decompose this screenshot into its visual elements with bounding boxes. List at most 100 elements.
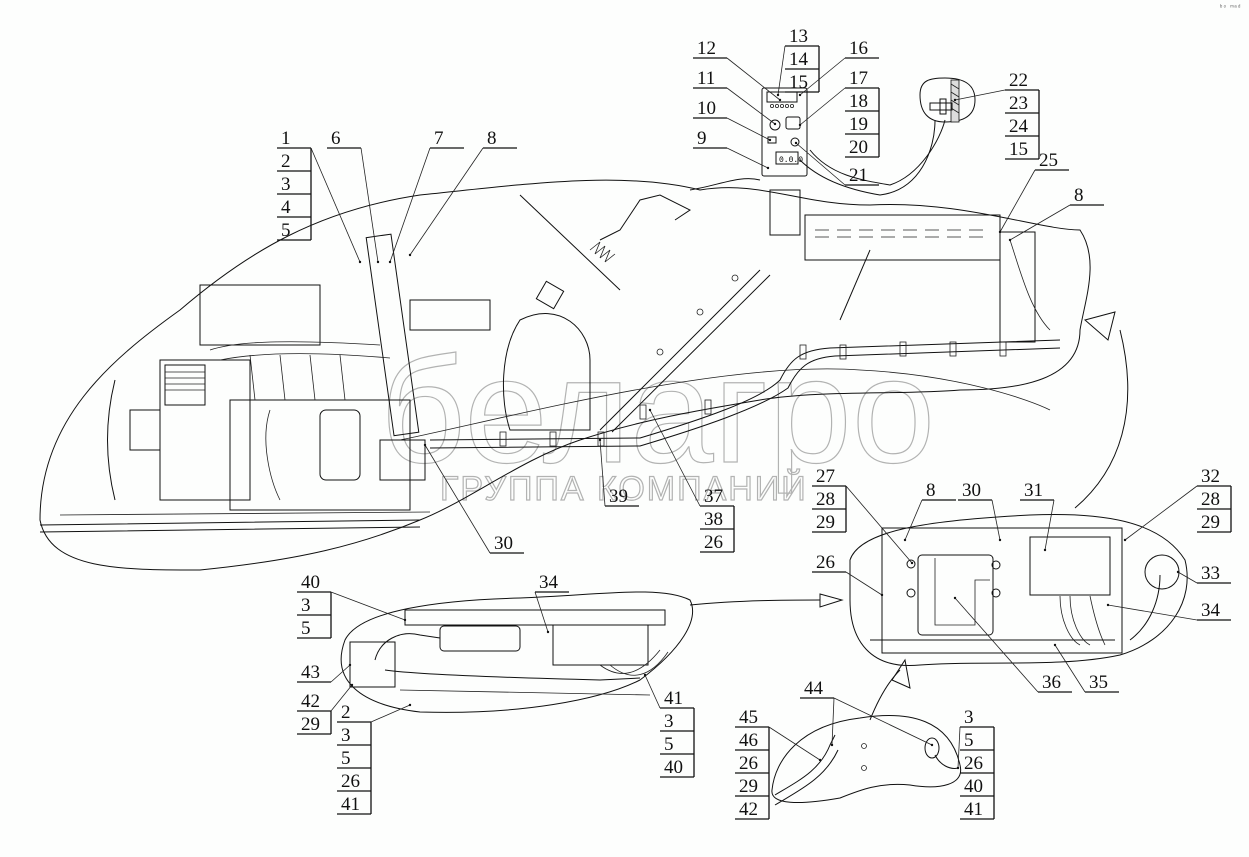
cab-pillar [769, 189, 801, 236]
callout-number: 43 [301, 662, 320, 683]
callout-c9: 9 [693, 128, 770, 170]
leader-line [726, 57, 781, 101]
leader-line [991, 499, 1001, 541]
callout-number: 5 [341, 748, 351, 769]
arrow-left-to-right-inset [689, 599, 821, 606]
callout-number: 5 [664, 734, 674, 755]
callout-number: 45 [739, 707, 758, 728]
leader-dot [1176, 570, 1180, 574]
callout-number: 5 [301, 618, 311, 639]
inset-right-relay-unit [917, 554, 994, 636]
callout-number: 26 [739, 753, 758, 774]
callout-number: 28 [816, 489, 835, 510]
callout-c11: 11 [693, 68, 777, 126]
leader-dot [376, 260, 380, 264]
leader-line [310, 147, 361, 263]
callout-number: 9 [697, 128, 707, 149]
callout-number: 3 [281, 174, 291, 195]
fan-hub [129, 409, 161, 451]
fan-blade [107, 379, 116, 501]
callout-number: 20 [849, 137, 868, 158]
leader-dot [358, 260, 362, 264]
leader-line [1009, 204, 1071, 241]
leader-line [954, 89, 1006, 101]
leader-line [1054, 644, 1086, 693]
inset-bottom-outline [771, 715, 962, 804]
leader-line [330, 684, 353, 712]
flow-arrows [689, 311, 1129, 721]
callout-number: 22 [1009, 70, 1028, 91]
connector-plug [535, 280, 565, 310]
detail-bolt [919, 77, 976, 123]
callout-c8b: 8 [1008, 185, 1104, 242]
callout-number: 8 [1074, 185, 1084, 206]
leader-line [599, 439, 606, 507]
callout-number: 44 [804, 678, 824, 699]
leader-line [1107, 604, 1198, 621]
callout-number: 27 [816, 466, 835, 487]
oil-filter [319, 409, 361, 481]
callout-number: 3 [964, 707, 974, 728]
callout-number: 41 [341, 794, 360, 815]
callout-number: 11 [697, 68, 715, 89]
leader-line [833, 697, 933, 746]
callout-number: 21 [849, 165, 868, 186]
panel-display [775, 151, 799, 165]
callout-number: 3 [301, 595, 311, 616]
callout-number: 26 [341, 771, 360, 792]
callout-number: 16 [849, 38, 868, 59]
main-cutaway [39, 179, 1091, 571]
leader-dot [408, 253, 412, 257]
leader-dot [956, 766, 960, 770]
arrow-bottom-to-right-inset [869, 669, 901, 721]
callout-number: 7 [434, 128, 444, 149]
callout-number: 15 [1009, 139, 1028, 160]
leader-line [845, 485, 913, 564]
callout-c8c: 8 [903, 480, 956, 542]
callout-number: 1 [281, 128, 291, 149]
callout-c26: 26 [812, 552, 884, 597]
frame-rail [39, 519, 421, 533]
callout-c8a: 8 [408, 128, 517, 257]
callout-number: 41 [964, 799, 983, 820]
callout-number: 4 [281, 197, 291, 218]
pedal-panel [503, 313, 591, 431]
callout-number: 33 [1201, 563, 1220, 584]
leader-dot [830, 743, 834, 747]
callout-number: 39 [609, 486, 628, 507]
callout-c25: 25 [998, 150, 1069, 234]
leader-dot [423, 443, 427, 447]
inset-bottom [771, 715, 962, 806]
inset-left-outline [340, 591, 694, 713]
main-cutaway-outline [39, 179, 1091, 571]
leader-dot [998, 230, 1002, 234]
callout-number: 23 [1009, 93, 1028, 114]
callout-c33: 33 [1176, 563, 1231, 584]
callout-c39: 39 [598, 438, 639, 507]
leader-line [999, 169, 1036, 233]
leader-line [649, 409, 701, 507]
leader-line [330, 664, 351, 683]
leader-dot [1123, 538, 1127, 542]
callout-number: 24 [1009, 116, 1029, 137]
leader-line [726, 87, 776, 125]
watermark-logo: белагро [380, 326, 935, 494]
callout-number: 40 [964, 776, 983, 797]
callout-number: 3 [341, 725, 351, 746]
inset-right [849, 513, 1188, 667]
callout-c34b: 34 [534, 572, 569, 634]
inset-left-top-plate [404, 609, 666, 626]
callout-number: 26 [964, 753, 983, 774]
leader-dot [350, 683, 354, 687]
callout-c21: 21 [794, 141, 879, 186]
panel-button-icon [790, 137, 800, 147]
steering-column [519, 194, 621, 291]
callout-number: 29 [816, 512, 835, 533]
leader-dot [643, 673, 647, 677]
